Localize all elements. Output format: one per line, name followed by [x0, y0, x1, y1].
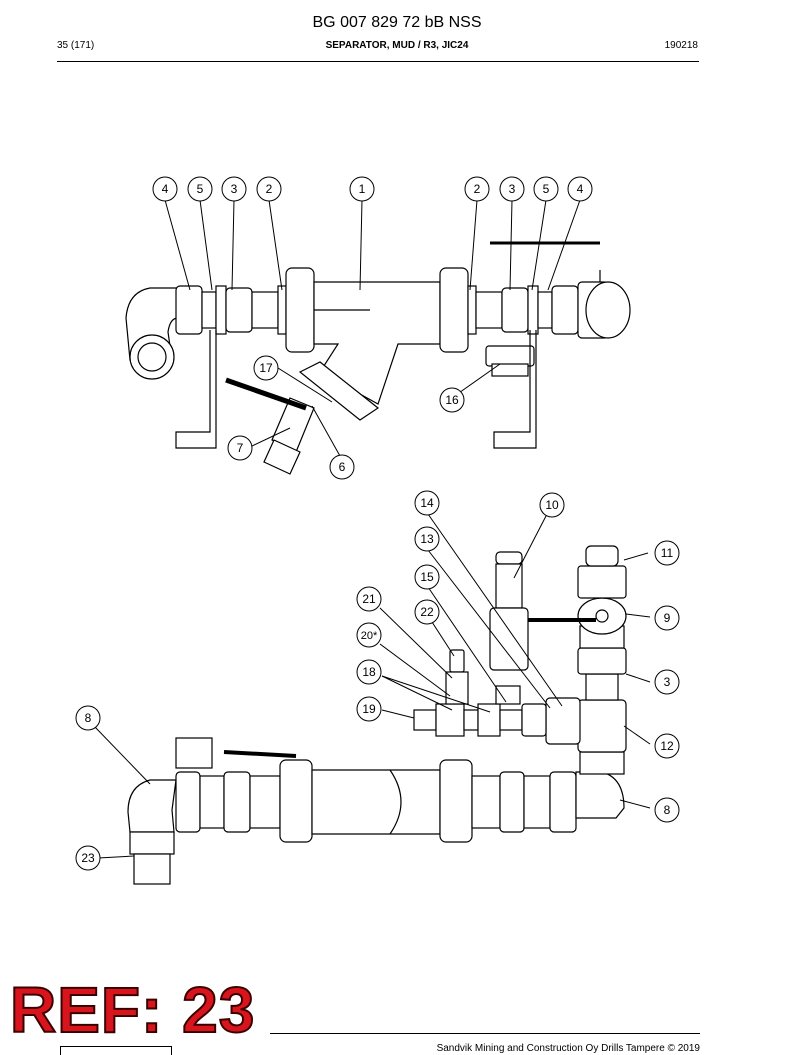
page-number: 35 (171) — [57, 40, 95, 51]
callout-15: 15 — [414, 564, 440, 590]
svg-text:2: 2 — [266, 182, 273, 196]
document-title: BG 007 829 72 bB NSS — [312, 14, 482, 31]
callout-10: 10 — [539, 492, 565, 518]
svg-text:3: 3 — [231, 182, 238, 196]
footer-rule — [270, 1033, 700, 1034]
svg-text:8: 8 — [85, 711, 92, 725]
callout-4: 4 — [152, 176, 178, 202]
callout-5: 5 — [533, 176, 559, 202]
callout-3: 3 — [221, 176, 247, 202]
svg-text:10: 10 — [545, 498, 559, 512]
callout-13: 13 — [414, 526, 440, 552]
svg-text:3: 3 — [664, 675, 671, 689]
callout-19: 19 — [356, 696, 382, 722]
footer-logo — [60, 1046, 172, 1055]
callout-23: 23 — [75, 845, 101, 871]
header-rule — [57, 61, 699, 62]
callout-17: 17 — [253, 355, 279, 381]
callout-3: 3 — [499, 176, 525, 202]
svg-text:4: 4 — [162, 182, 169, 196]
svg-text:12: 12 — [660, 739, 674, 753]
callout-14: 14 — [414, 490, 440, 516]
bottom-assembly-drawing — [127, 545, 627, 885]
svg-text:14: 14 — [420, 496, 434, 510]
svg-text:23: 23 — [81, 851, 95, 865]
callout-7: 7 — [227, 435, 253, 461]
svg-text:22: 22 — [420, 605, 434, 619]
svg-text:3: 3 — [509, 182, 516, 196]
svg-text:16: 16 — [445, 393, 459, 407]
callout-18: 18 — [356, 659, 382, 685]
ref-stamp: REF: 23 — [9, 974, 256, 1046]
callout-11: 11 — [654, 540, 680, 566]
svg-text:18: 18 — [362, 665, 376, 679]
svg-text:5: 5 — [543, 182, 550, 196]
callout-16: 16 — [439, 387, 465, 413]
svg-text:20*: 20* — [361, 630, 378, 642]
document-date: 190218 — [664, 40, 698, 51]
svg-text:2: 2 — [474, 182, 481, 196]
svg-text:1: 1 — [359, 182, 366, 196]
svg-text:8: 8 — [664, 803, 671, 817]
svg-text:7: 7 — [237, 441, 244, 455]
svg-text:4: 4 — [577, 182, 584, 196]
callout-1: 1 — [349, 176, 375, 202]
callout-4: 4 — [567, 176, 593, 202]
callout-2: 2 — [464, 176, 490, 202]
callout-8: 8 — [654, 797, 680, 823]
callout-20: 20* — [356, 622, 382, 648]
svg-text:13: 13 — [420, 532, 434, 546]
svg-text:21: 21 — [362, 592, 376, 606]
callout-21: 21 — [356, 586, 382, 612]
callout-8: 8 — [75, 705, 101, 731]
document-subtitle: SEPARATOR, MUD / R3, JIC24 — [325, 40, 469, 51]
callout-6: 6 — [329, 454, 355, 480]
svg-text:5: 5 — [197, 182, 204, 196]
svg-text:17: 17 — [259, 361, 273, 375]
svg-text:6: 6 — [339, 460, 346, 474]
leader-lines — [93, 199, 651, 859]
footer-copyright: Sandvik Mining and Construction Oy Drill… — [436, 1043, 700, 1054]
callout-9: 9 — [654, 605, 680, 631]
top-assembly-drawing — [125, 241, 631, 475]
svg-text:19: 19 — [362, 702, 376, 716]
callout-22: 22 — [414, 599, 440, 625]
callout-3: 3 — [654, 669, 680, 695]
callout-bubbles: 4 5 3 2 1 2 3 5 4 17 16 7 6 14 10 13 11 … — [75, 176, 680, 871]
callout-2: 2 — [256, 176, 282, 202]
callout-12: 12 — [654, 733, 680, 759]
callout-5: 5 — [187, 176, 213, 202]
svg-text:9: 9 — [664, 611, 671, 625]
svg-text:11: 11 — [661, 546, 674, 560]
svg-text:15: 15 — [420, 570, 434, 584]
